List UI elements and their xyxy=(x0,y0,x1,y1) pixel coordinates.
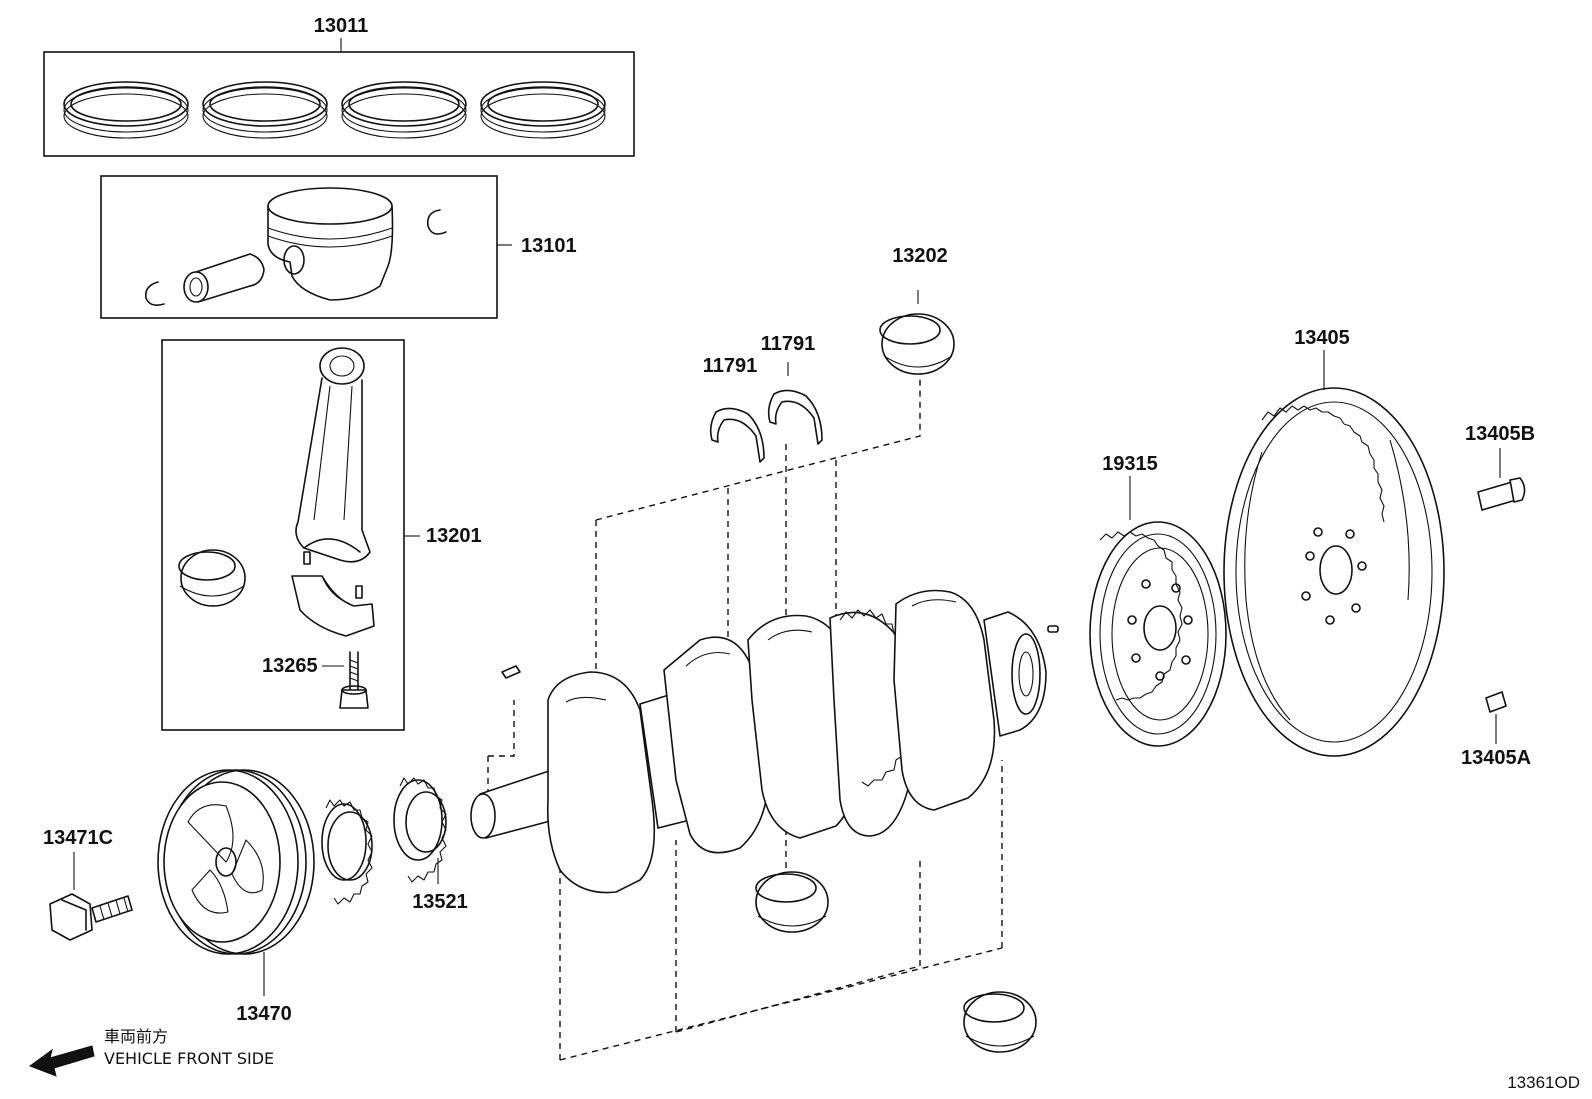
label-13202: 13202 xyxy=(892,245,948,267)
piston-assembly xyxy=(100,175,512,319)
crank-sprocket-2 xyxy=(393,777,447,884)
label-13470: 13470 xyxy=(236,1003,292,1025)
crank-web-4 xyxy=(893,589,996,811)
front-note-english: VEHICLE FRONT SIDE xyxy=(104,1049,274,1068)
flywheel xyxy=(1223,350,1445,757)
piston-ring-3 xyxy=(341,81,467,139)
rod-dowel-pins xyxy=(303,551,363,599)
label-13471C: 13471C xyxy=(43,827,113,849)
flywheel-bolt xyxy=(1477,448,1526,511)
label-13521: 13521 xyxy=(412,891,468,913)
crankshaft xyxy=(470,589,1047,894)
crank-pin xyxy=(1047,625,1059,633)
crank-rear-flange xyxy=(983,611,1047,737)
label-13405: 13405 xyxy=(1294,327,1350,349)
label-13265: 13265 xyxy=(262,655,318,677)
piston-ring-2 xyxy=(202,81,328,139)
rod-bolt xyxy=(339,651,369,709)
connecting-rod xyxy=(295,347,371,563)
label-11791-left: 11791 xyxy=(703,355,758,377)
piston xyxy=(267,187,394,301)
rod-bearing xyxy=(178,549,246,607)
crank-pulley-bolt xyxy=(49,852,133,941)
thrust-washer-left xyxy=(709,407,765,463)
connecting-rod-assembly xyxy=(161,339,420,731)
main-bearing-upper xyxy=(879,290,955,375)
thrust-washer-right xyxy=(767,362,823,445)
front-note-japanese: 車両前方 xyxy=(104,1027,168,1046)
piston-ring-1 xyxy=(63,81,189,139)
drive-plate xyxy=(1089,476,1227,747)
figure-code: 13361OD xyxy=(1507,1073,1580,1092)
piston-pin xyxy=(183,253,265,303)
snap-ring-right xyxy=(426,209,447,235)
label-19315: 19315 xyxy=(1102,453,1158,475)
crank-key xyxy=(501,665,521,679)
rod-cap xyxy=(291,575,375,637)
main-bearing-lower-2 xyxy=(963,991,1037,1053)
flywheel-dowel xyxy=(1485,691,1507,744)
front-direction-arrow-icon xyxy=(28,1045,95,1077)
label-13201: 13201 xyxy=(426,525,482,547)
label-11791-right: 11791 xyxy=(761,333,816,355)
piston-ring-4 xyxy=(480,81,606,139)
label-13101: 13101 xyxy=(521,235,577,257)
snap-ring-left xyxy=(144,281,165,306)
label-13405B: 13405B xyxy=(1465,423,1535,445)
crank-sprocket-1 xyxy=(321,799,373,905)
main-bearing-lower-1 xyxy=(755,871,829,933)
crank-web-1 xyxy=(546,671,656,894)
crank-web-2 xyxy=(663,636,770,854)
label-13011: 13011 xyxy=(314,15,369,37)
label-13405A: 13405A xyxy=(1461,747,1531,769)
piston-ring-set xyxy=(43,38,635,157)
crank-pulley xyxy=(157,769,315,996)
